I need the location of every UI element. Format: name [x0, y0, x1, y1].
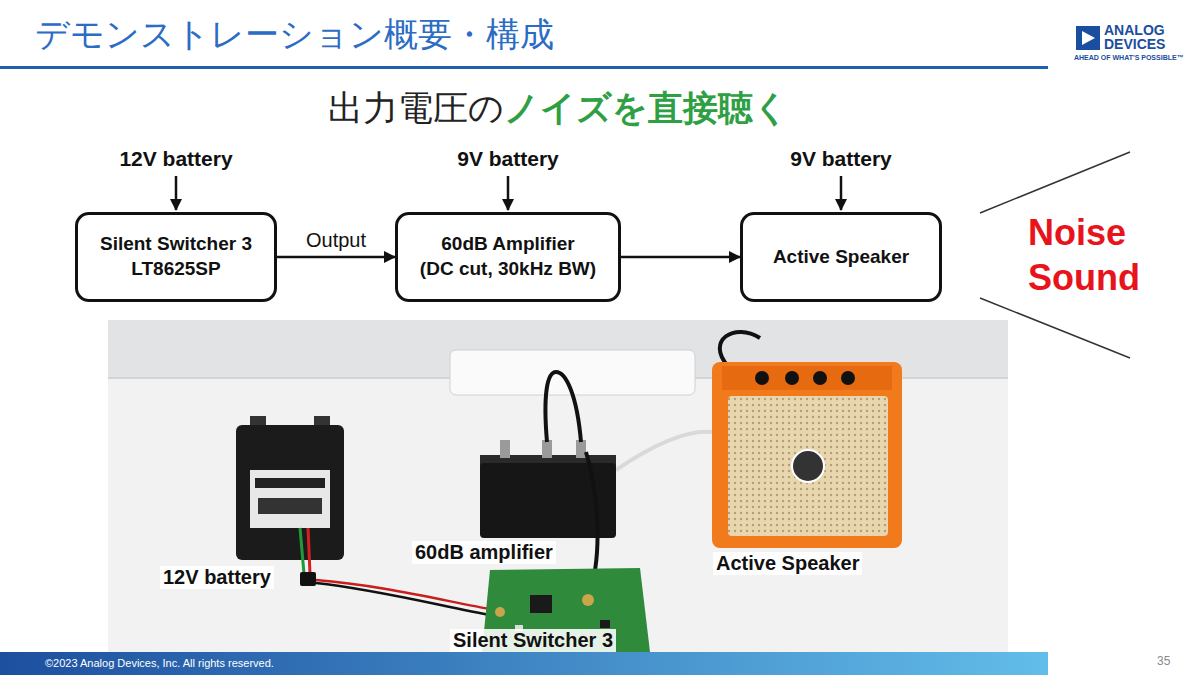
setup-photo	[108, 320, 1008, 652]
battery-picture	[308, 528, 310, 574]
speaker-picture	[755, 371, 769, 385]
speaker-picture	[785, 371, 799, 385]
text-line: LT8625SP	[100, 257, 252, 282]
battery-picture	[236, 425, 344, 560]
battery-picture	[316, 583, 495, 616]
copyright: ©2023 Analog Devices, Inc. All rights re…	[45, 657, 274, 670]
speaker-picture	[728, 396, 888, 536]
subtitle-row: 出力電圧のノイズを直接聴く	[328, 88, 789, 128]
board-picture	[530, 595, 552, 613]
process-box: 60dB Amplifier (DC cut, 30kHz BW)	[395, 212, 621, 302]
supply-label: 9V battery	[457, 147, 559, 171]
battery-picture	[255, 478, 325, 488]
amplifier-picture	[500, 440, 510, 458]
subtitle: 出力電圧の	[328, 88, 504, 128]
amplifier-picture	[542, 440, 552, 458]
page-number: 35	[1157, 655, 1170, 669]
logo-tagline: AHEAD OF WHAT'S POSSIBLE™	[1074, 54, 1184, 62]
battery-picture	[300, 528, 304, 574]
setup-photo	[450, 350, 695, 395]
slide-title: デモンストレーション概要・構成	[35, 12, 554, 58]
speaker-picture	[722, 366, 892, 390]
text-line: Silent Switcher 3	[100, 232, 252, 257]
process-box: Active Speaker	[740, 212, 942, 302]
logo-mark	[1076, 26, 1100, 50]
title-rule	[0, 66, 1048, 69]
amplifier-picture	[576, 440, 586, 458]
amplifier-picture	[480, 372, 712, 598]
supply-label: 12V battery	[119, 147, 232, 171]
supply-arrow	[175, 176, 178, 210]
box-text: Silent Switcher 3 LT8625SP	[100, 232, 252, 281]
logo-mark	[1076, 26, 1100, 50]
speaker-picture	[792, 450, 824, 482]
process-box: Silent Switcher 3 LT8625SP	[75, 212, 277, 302]
speaker-picture	[712, 362, 902, 548]
logo-mark	[1082, 31, 1095, 45]
amplifier-picture	[545, 372, 581, 442]
edge-label: Output	[304, 229, 368, 252]
supply-arrow	[176, 176, 841, 210]
amplifier-picture	[616, 432, 712, 470]
battery-picture	[236, 416, 495, 616]
speaker-picture	[813, 371, 827, 385]
text-line: Noise	[1028, 210, 1140, 255]
speaker-picture	[841, 371, 855, 385]
signal-arrow	[621, 256, 740, 259]
subtitle-highlight: ノイズを直接聴く	[504, 88, 789, 128]
photo-label: Silent Switcher 3	[450, 629, 616, 652]
battery-picture	[300, 572, 316, 586]
board-picture	[600, 620, 610, 628]
supply-arrow	[507, 176, 510, 210]
photo-label: 60dB amplifier	[412, 541, 556, 564]
battery-picture	[258, 498, 322, 514]
logo-text: ANALOG DEVICES	[1104, 23, 1165, 51]
footer-bar	[0, 652, 1048, 675]
box-text: 60dB Amplifier (DC cut, 30kHz BW)	[420, 232, 596, 281]
photo-label: Active Speaker	[713, 552, 862, 575]
setup-photo	[108, 320, 1008, 652]
signal-arrow	[277, 256, 395, 259]
sound-wedge	[980, 152, 1130, 213]
board-picture	[495, 607, 505, 617]
speaker-picture	[712, 332, 902, 548]
box-text: Active Speaker	[773, 245, 909, 270]
text-line: DEVICES	[1104, 37, 1165, 51]
text-line: 60dB Amplifier	[420, 232, 596, 257]
text-line: (DC cut, 30kHz BW)	[420, 257, 596, 282]
battery-picture	[250, 470, 330, 528]
board-picture	[582, 594, 594, 606]
supply-arrow	[840, 176, 843, 210]
speaker-picture	[720, 332, 760, 366]
photo-label: 12V battery	[160, 566, 274, 589]
noise-note: Noise Sound	[1028, 210, 1140, 300]
text-line: ANALOG	[1104, 23, 1165, 37]
supply-label: 9V battery	[790, 147, 892, 171]
battery-picture	[316, 580, 495, 610]
text-line: Sound	[1028, 255, 1140, 300]
